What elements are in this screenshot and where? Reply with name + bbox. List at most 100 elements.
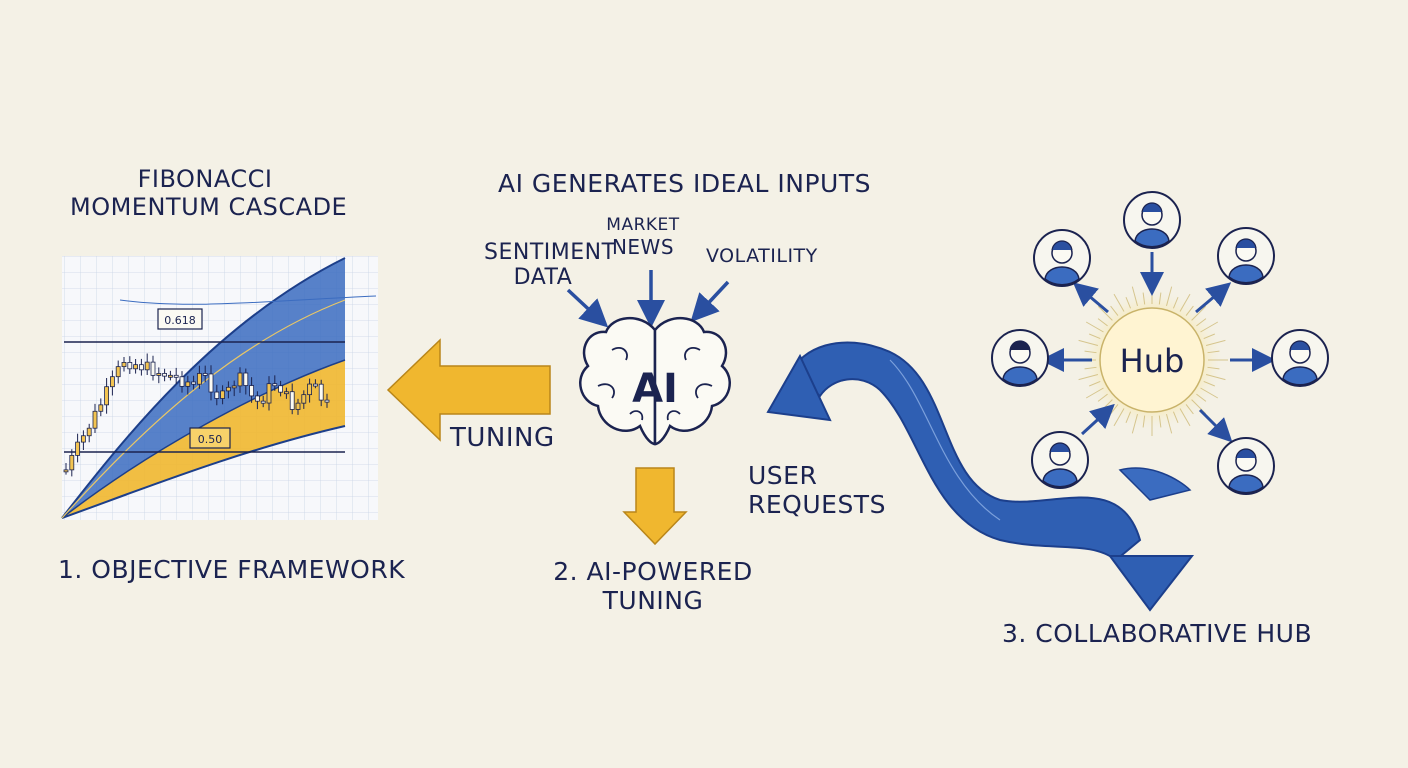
candle-body [185, 381, 191, 387]
chart-title-line1: FIBONACCI [137, 165, 273, 193]
candle-body [214, 391, 220, 399]
candle-body [254, 395, 260, 402]
candle-body [191, 381, 197, 385]
candle-body [86, 427, 92, 437]
candle-body [220, 390, 226, 399]
user-requests-line2: REQUESTS [748, 489, 886, 519]
user-avatar-icon [1217, 227, 1275, 285]
user-avatars [991, 191, 1329, 495]
candle-body [278, 385, 284, 393]
candle-body [69, 455, 75, 471]
input-sentiment: SENTIMENT DATA [484, 240, 616, 291]
link-lower-left [1080, 403, 1115, 436]
candle-body [225, 386, 231, 392]
panel2-caption-line1: 2. AI-POWERED [553, 557, 753, 586]
user-requests-line1: USER [748, 461, 818, 490]
input-sentiment-line1: SENTIMENT [484, 240, 616, 265]
chart-title-line2: MOMENTUM CASCADE [70, 192, 348, 221]
candle-body [173, 374, 179, 378]
candlesticks [63, 353, 330, 477]
candle-body [312, 383, 318, 387]
hub-circle [1099, 307, 1205, 413]
hub-label: Hub [1120, 342, 1185, 380]
user-avatar-icon [1033, 229, 1091, 287]
fib-curve-lower [61, 425, 346, 519]
hub-network: Hub [991, 191, 1329, 495]
user-avatar-icon [1031, 431, 1089, 489]
candle-body [81, 435, 86, 443]
down-arrow [622, 467, 688, 546]
candle-body [318, 383, 324, 401]
candle-body [156, 373, 162, 376]
candle-body [121, 362, 127, 368]
chart-title: FIBONACCI MOMENTUM CASCADE [70, 165, 348, 221]
candle-body [92, 410, 98, 429]
candle-body [167, 374, 173, 378]
fibonacci-chart: 0.618 0.50 [61, 256, 378, 520]
candle-body [144, 361, 150, 371]
fib-band-blue [62, 258, 345, 518]
candle-body [196, 373, 202, 385]
candle-body [307, 383, 313, 396]
fib-curve-inner [61, 299, 346, 519]
level-tag-lower-text: 0.50 [198, 433, 223, 446]
panel2-caption-line2: TUNING [602, 585, 704, 615]
panel2-caption: 2. AI-POWERED TUNING [548, 557, 758, 616]
candle-body [283, 391, 289, 395]
candle-body [266, 383, 272, 404]
panel3-caption: 3. COLLABORATIVE HUB [1002, 619, 1313, 648]
sentiment-arrow [566, 288, 609, 328]
candle-body [98, 404, 104, 412]
user-requests-swoosh [766, 341, 1195, 612]
candle-body [295, 402, 301, 410]
input-news-line1: MARKET [606, 215, 680, 235]
input-news: MARKET NEWS [606, 215, 680, 259]
candle-body [115, 366, 121, 378]
user-avatar-icon [1271, 329, 1329, 387]
link-lower-right [1198, 408, 1233, 443]
input-volatility: VOLATILITY [706, 245, 818, 267]
candle-body [208, 373, 214, 393]
link-upper-right [1195, 282, 1232, 314]
fib-curve-mid [61, 359, 346, 519]
input-arrows [566, 270, 730, 328]
input-sentiment-line2: DATA [513, 265, 573, 291]
candle-body [260, 400, 266, 404]
user-requests-label: USER REQUESTS [748, 461, 886, 520]
candle-body [202, 373, 208, 376]
link-upper-left [1072, 282, 1109, 314]
candle-body [75, 441, 80, 456]
candle-body [110, 376, 115, 388]
tuning-arrow-label: TUNING [450, 423, 555, 453]
input-news-line2: NEWS [611, 234, 675, 259]
candle-body [127, 362, 133, 370]
ai-brain-icon: AI [579, 316, 731, 446]
candle-body [133, 364, 139, 370]
level-tag-upper [157, 308, 203, 330]
candle-body [63, 469, 69, 473]
brain-label: AI [632, 366, 678, 412]
candle-body [289, 391, 295, 410]
panel1-caption: 1. OBJECTIVE FRAMEWORK [58, 555, 406, 584]
candle-body [301, 394, 307, 404]
candle-body [237, 372, 243, 387]
level-tag-upper-text: 0.618 [164, 314, 196, 327]
candle-body [150, 361, 156, 376]
user-avatar-icon [1217, 437, 1275, 495]
panel2-heading: AI GENERATES IDEAL INPUTS [498, 169, 871, 198]
user-avatar-icon [991, 329, 1049, 387]
candle-body [243, 372, 249, 386]
candle-body [272, 383, 278, 387]
candle-body [179, 376, 185, 387]
candle-body [231, 385, 237, 389]
user-avatar-icon [1123, 191, 1181, 249]
candle-body [138, 364, 144, 371]
candle-body [249, 385, 255, 397]
candle-body [104, 386, 109, 406]
fib-curve-outer [119, 295, 377, 305]
tuning-arrow [386, 338, 551, 442]
level-tag-lower [189, 427, 231, 449]
candle-body [162, 373, 168, 377]
